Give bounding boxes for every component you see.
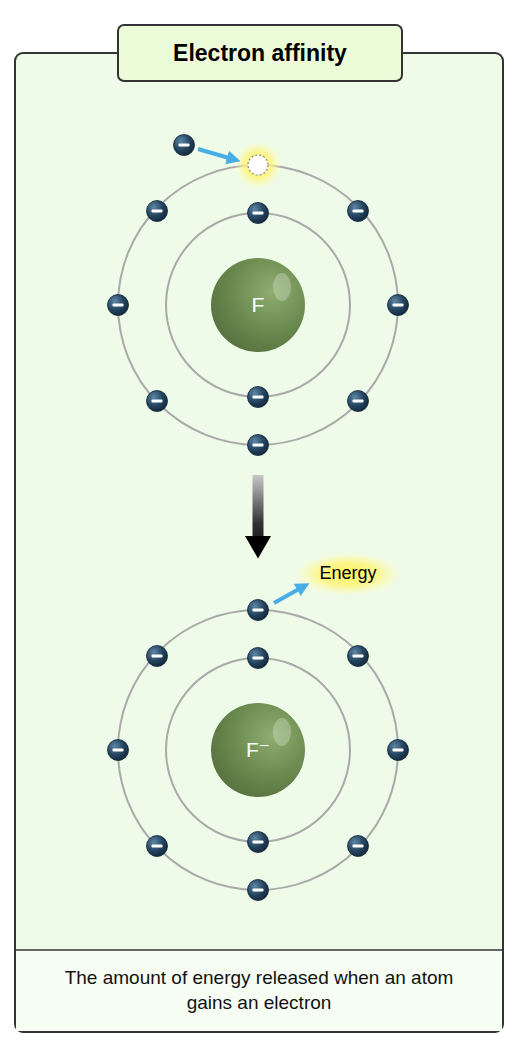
electron-vacancy [248, 155, 268, 175]
electron [108, 295, 129, 316]
electron [248, 832, 269, 853]
caption-box: The amount of energy released when an at… [15, 951, 503, 1031]
caption-text: The amount of energy released when an at… [59, 966, 459, 1015]
panel-frame [15, 53, 503, 1032]
electron [348, 646, 369, 667]
electron [388, 295, 409, 316]
electron [108, 740, 129, 761]
electron [248, 880, 269, 901]
caption-band [16, 950, 502, 1031]
caption-divider [15, 949, 503, 951]
energy-glow [294, 552, 402, 596]
outer-shell [118, 165, 398, 445]
ion: F⁻ [118, 610, 398, 890]
electron [248, 203, 269, 224]
electron [388, 740, 409, 761]
electron [248, 387, 269, 408]
electron [147, 201, 168, 222]
electron [348, 391, 369, 412]
title-box [118, 25, 402, 81]
incoming-arrow [198, 149, 229, 158]
diagram-title: Electron affinity [118, 25, 402, 81]
electron [348, 836, 369, 857]
nucleus-shine [273, 273, 291, 301]
nucleus-shine [273, 718, 291, 746]
energy-label: Energy [296, 563, 400, 584]
atom: F [118, 165, 398, 445]
outer-shell [118, 610, 398, 890]
energy-arrow [274, 589, 299, 603]
electron [147, 836, 168, 857]
electron [147, 391, 168, 412]
electron [348, 201, 369, 222]
electron [248, 600, 269, 621]
reaction-arrow [253, 475, 264, 536]
electron [248, 648, 269, 669]
electron [248, 435, 269, 456]
incoming-electron [174, 135, 195, 156]
electron [147, 646, 168, 667]
vacancy-glow [234, 141, 282, 189]
element-symbol: F [118, 165, 398, 445]
element-symbol: F⁻ [118, 610, 398, 890]
